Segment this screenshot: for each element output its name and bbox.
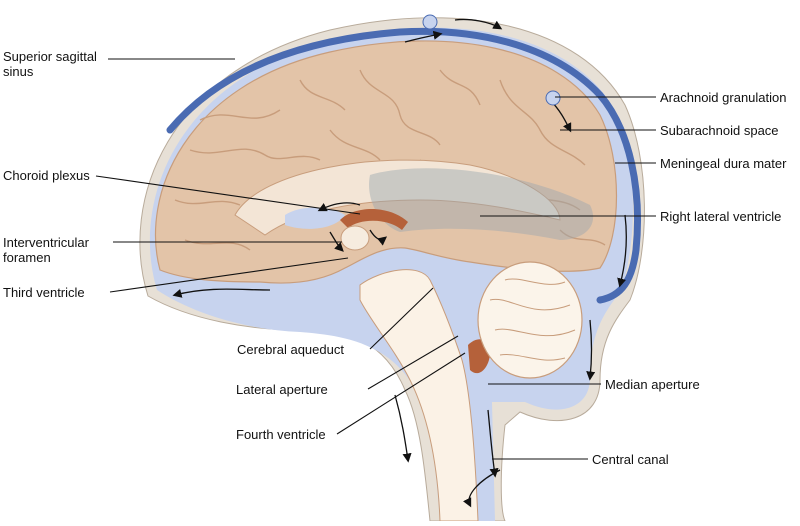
leader-third-ventricle [109,257,349,293]
leader-cerebral-aqueduct [369,287,434,350]
label-right-lateral-ventricle: Right lateral ventricle [660,209,782,224]
label-cerebral-aqueduct: Cerebral aqueduct [237,342,344,357]
label-superior-sagittal-sinus: Superior sagittal sinus [3,49,97,79]
thalamus [340,225,370,251]
choroid-plexus-shape [340,208,408,230]
label-choroid-plexus: Choroid plexus [3,168,90,183]
label-arachnoid-granulation: Arachnoid granulation [660,90,787,105]
leader-lines [95,58,656,460]
brainstem [359,269,479,522]
label-interventricular-foramen: Interventricular foramen [3,235,89,265]
label-third-ventricle: Third ventricle [3,285,85,300]
csf-flow-arrow-icon [172,18,628,508]
label-lateral-aperture: Lateral aperture [236,382,328,397]
cerebellum-folia [489,278,576,361]
label-central-canal: Central canal [592,452,669,467]
leader-fourth-ventricle [336,352,466,435]
lateral-ventricle-blue [285,207,345,229]
leader-lateral-aperture [367,335,459,390]
arachnoid-granulation-shape [422,14,438,30]
label-meningeal-dura-mater: Meningeal dura mater [660,156,787,171]
leader-choroid-plexus [95,175,361,215]
right-lateral-ventricle-shade [369,168,594,240]
cerebellum [477,261,583,379]
dura-mater-band [166,27,641,304]
label-fourth-ventricle: Fourth ventricle [236,427,326,442]
label-subarachnoid-space: Subarachnoid space [660,123,779,138]
label-median-aperture: Median aperture [605,377,700,392]
arachnoid-granulation-shape-2 [545,90,561,106]
